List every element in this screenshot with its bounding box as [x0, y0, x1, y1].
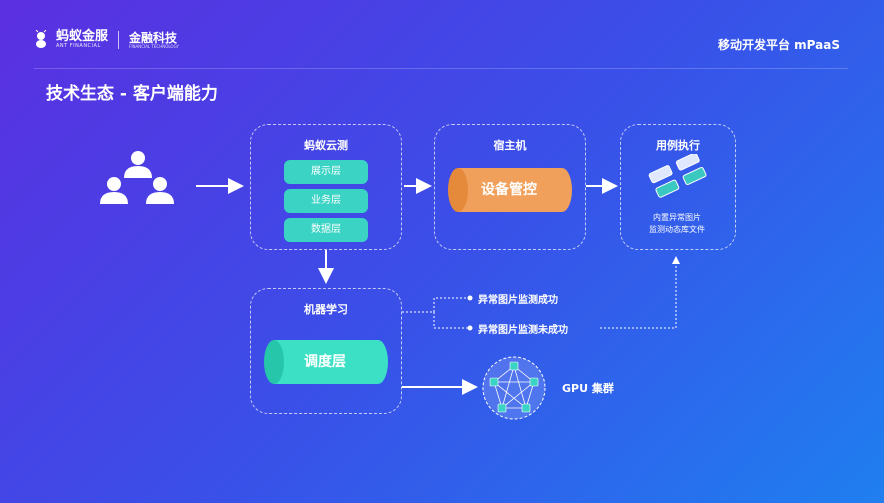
logo-secondary-text: 金融科技	[129, 30, 178, 45]
layer-data: 数据层	[284, 218, 368, 242]
header-divider	[34, 68, 848, 69]
logo-area: 蚂蚁金服 ANT FINANCIAL 金融科技 FINANCIAL TECHNO…	[34, 30, 179, 50]
platform-label: 移动开发平台 mPaaS	[718, 38, 840, 52]
host-cylinder-label: 设备管控	[481, 182, 537, 198]
usecase-desc-line2: 监测动态库文件	[649, 225, 705, 234]
device-chip-icon	[648, 154, 707, 198]
host-label: 宿主机	[493, 139, 527, 152]
line-success	[402, 297, 468, 313]
result-success: 异常图片监测成功	[478, 295, 558, 306]
gpu-network-icon	[482, 356, 546, 420]
ant-logo-icon	[35, 30, 47, 48]
layer-presentation: 展示层	[284, 160, 368, 184]
logo-primary-subtext: ANT FINANCIAL	[56, 43, 101, 49]
cloudtest-box: 蚂蚁云测	[250, 124, 402, 250]
page-title: 技术生态 - 客户端能力	[46, 84, 218, 104]
ml-cylinder-label: 调度层	[304, 354, 346, 370]
ml-cylinder	[264, 340, 388, 384]
usecase-desc-line1: 内置异常图片	[653, 213, 701, 222]
ml-label: 机器学习	[304, 303, 348, 316]
line-failure	[433, 312, 468, 329]
ml-box: 机器学习	[250, 288, 402, 414]
usecase-desc: 内置异常图片 监测动态库文件	[620, 212, 734, 236]
logo-secondary: 金融科技 FINANCIAL TECHNOLOGY	[129, 32, 179, 49]
usecase-box: 用例执行	[620, 124, 736, 250]
usecase-label: 用例执行	[656, 139, 700, 152]
logo-secondary-subtext: FINANCIAL TECHNOLOGY	[129, 43, 179, 49]
logo-primary-text: 蚂蚁金服	[56, 29, 109, 44]
logo-divider	[118, 31, 120, 49]
line-failure-to-usecase	[600, 256, 680, 329]
logo-primary: 蚂蚁金服 ANT FINANCIAL	[56, 29, 109, 49]
host-box: 宿主机	[434, 124, 586, 250]
result-failure: 异常图片监测未成功	[478, 325, 568, 336]
cloudtest-label: 蚂蚁云测	[304, 139, 348, 152]
host-cylinder	[448, 168, 572, 212]
users-icon	[100, 151, 174, 204]
gpu-label: GPU 集群	[562, 382, 614, 395]
layer-business: 业务层	[284, 189, 368, 213]
